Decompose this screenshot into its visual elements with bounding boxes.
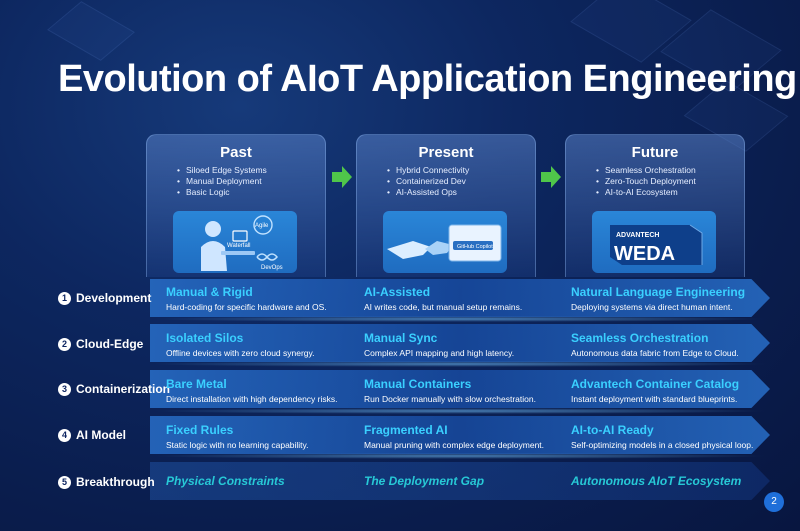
page-title: Evolution of AIoT Application Engineerin… — [58, 58, 797, 100]
row-number-badge: 2 — [58, 337, 71, 351]
cell-future-cloud-edge: Seamless Orchestration Autonomous data f… — [571, 331, 739, 359]
cell-present-breakthrough: The Deployment Gap — [364, 474, 484, 488]
arrow-right-icon — [332, 166, 352, 188]
band-glow — [150, 361, 770, 367]
row-number-badge: 5 — [58, 475, 71, 489]
cell-heading: Manual Containers — [364, 377, 472, 391]
cell-past-cloud-edge: Isolated Silos Offline devices with zero… — [166, 331, 315, 359]
row-band-breakthrough — [150, 462, 770, 500]
card-title: Present — [418, 144, 474, 161]
row-number-badge: 3 — [58, 382, 71, 396]
cell-heading: Manual & Rigid — [166, 285, 253, 299]
handshake-illustration: GitHub Copilot — [383, 211, 507, 273]
weda-logo-text: WEDA — [614, 243, 675, 265]
band-glow — [150, 316, 770, 322]
cell-present-development: AI-Assisted AI writes code, but manual s… — [364, 285, 522, 313]
cell-description: Instant deployment with standard bluepri… — [571, 394, 738, 404]
cell-heading: Bare Metal — [166, 377, 227, 391]
image-label: DevOps — [261, 265, 283, 271]
weda-logo-illustration: ADVANTECH WEDA — [592, 211, 716, 273]
card-bullet: AI-Assisted Ops — [387, 187, 469, 198]
cell-future-ai-model: AI-to-AI Ready Self-optimizing models in… — [571, 423, 753, 451]
row-label-ai-model: 4 AI Model — [58, 428, 126, 442]
cell-heading: Natural Language Engineering — [571, 285, 746, 299]
cell-present-containerization: Manual Containers Run Docker manually wi… — [364, 377, 536, 405]
cell-heading: AI-to-AI Ready — [571, 423, 654, 437]
card-bullet: Siloed Edge Systems — [177, 165, 267, 176]
card-bullet: Manual Deployment — [177, 176, 267, 187]
cell-heading: Isolated Silos — [166, 331, 244, 345]
band-glow — [150, 453, 770, 459]
breakthrough-text: Autonomous AIoT Ecosystem — [571, 474, 742, 488]
row-label-cloud-edge: 2 Cloud-Edge — [58, 337, 143, 351]
cell-heading: AI-Assisted — [364, 285, 431, 299]
card-title: Past — [220, 144, 252, 161]
image-label: Agile — [255, 223, 269, 229]
cell-description: Offline devices with zero cloud synergy. — [166, 348, 315, 358]
cell-past-breakthrough: Physical Constraints — [166, 474, 285, 488]
row-band-containerization — [150, 370, 770, 408]
card-bullet: Containerized Dev — [387, 176, 469, 187]
image-label: Waterfall — [227, 243, 250, 249]
row-label-containerization: 3 Containerization — [58, 382, 170, 396]
cell-past-containerization: Bare Metal Direct installation with high… — [166, 377, 338, 405]
row-label-text: Cloud-Edge — [76, 337, 144, 351]
card-bullet-list: Hybrid Connectivity Containerized Dev AI… — [387, 165, 469, 198]
cell-description: Static logic with no learning capability… — [166, 440, 309, 450]
card-bullet-list: Seamless Orchestration Zero-Touch Deploy… — [596, 165, 696, 198]
developer-illustration: Agile Waterfall DevOps — [173, 211, 297, 273]
cell-description: Complex API mapping and high latency. — [364, 348, 515, 358]
row-label-text: Breakthrough — [76, 475, 155, 489]
card-title: Future — [631, 144, 679, 161]
cell-future-development: Natural Language Engineering Deploying s… — [571, 285, 745, 313]
row-band-development — [150, 279, 770, 317]
row-label-development: 1 Development — [58, 291, 151, 305]
card-past: Past Siloed Edge Systems Manual Deployme… — [146, 134, 326, 277]
breakthrough-text: The Deployment Gap — [364, 474, 485, 488]
row-label-text: Containerization — [76, 382, 171, 396]
card-bullet: Basic Logic — [177, 187, 267, 198]
cell-heading: Seamless Orchestration — [571, 331, 709, 345]
band-glow — [150, 408, 770, 414]
cell-description: AI writes code, but manual setup remains… — [364, 302, 523, 312]
row-band-cloud-edge — [150, 324, 770, 362]
row-label-text: Development — [76, 291, 152, 305]
cell-description: Direct installation with high dependency… — [166, 394, 338, 404]
card-bullet: AI-to-AI Ecosystem — [596, 187, 696, 198]
card-present: Present Hybrid Connectivity Containerize… — [356, 134, 536, 277]
cell-future-containerization: Advantech Container Catalog Instant depl… — [571, 377, 739, 405]
arrow-right-icon — [541, 166, 561, 188]
breakthrough-text: Physical Constraints — [166, 474, 285, 488]
cell-past-development: Manual & Rigid Hard-coding for specific … — [166, 285, 327, 313]
row-label-text: AI Model — [76, 428, 126, 442]
cell-past-ai-model: Fixed Rules Static logic with no learnin… — [166, 423, 309, 451]
cell-description: Autonomous data fabric from Edge to Clou… — [571, 348, 739, 358]
cell-description: Manual pruning with complex edge deploym… — [364, 440, 545, 450]
cell-description: Hard-coding for specific hardware and OS… — [166, 302, 327, 312]
row-number-badge: 4 — [58, 428, 71, 442]
cell-heading: Advantech Container Catalog — [571, 377, 740, 391]
cell-present-cloud-edge: Manual Sync Complex API mapping and high… — [364, 331, 514, 359]
card-bullet: Seamless Orchestration — [596, 165, 696, 176]
cell-heading: Fragmented AI — [364, 423, 448, 437]
card-bullet: Zero-Touch Deployment — [596, 176, 696, 187]
cell-heading: Fixed Rules — [166, 423, 234, 437]
row-label-breakthrough: 5 Breakthrough — [58, 475, 155, 489]
cell-description: Deploying systems via direct human inten… — [571, 302, 733, 312]
cell-heading: Manual Sync — [364, 331, 438, 345]
cell-present-ai-model: Fragmented AI Manual pruning with comple… — [364, 423, 544, 451]
cell-description: Self-optimizing models in a closed physi… — [571, 440, 754, 450]
page-number-badge: 2 — [764, 492, 784, 512]
background-cube — [47, 1, 135, 61]
card-future: Future Seamless Orchestration Zero-Touch… — [565, 134, 745, 277]
image-label: GitHub Copilot — [457, 244, 493, 250]
card-bullet-list: Siloed Edge Systems Manual Deployment Ba… — [177, 165, 267, 198]
row-band-ai-model — [150, 416, 770, 454]
cell-future-breakthrough: Autonomous AIoT Ecosystem — [571, 474, 741, 488]
card-bullet: Hybrid Connectivity — [387, 165, 469, 176]
advantech-logo-text: ADVANTECH — [616, 232, 659, 239]
cell-description: Run Docker manually with slow orchestrat… — [364, 394, 536, 404]
row-number-badge: 1 — [58, 291, 71, 305]
